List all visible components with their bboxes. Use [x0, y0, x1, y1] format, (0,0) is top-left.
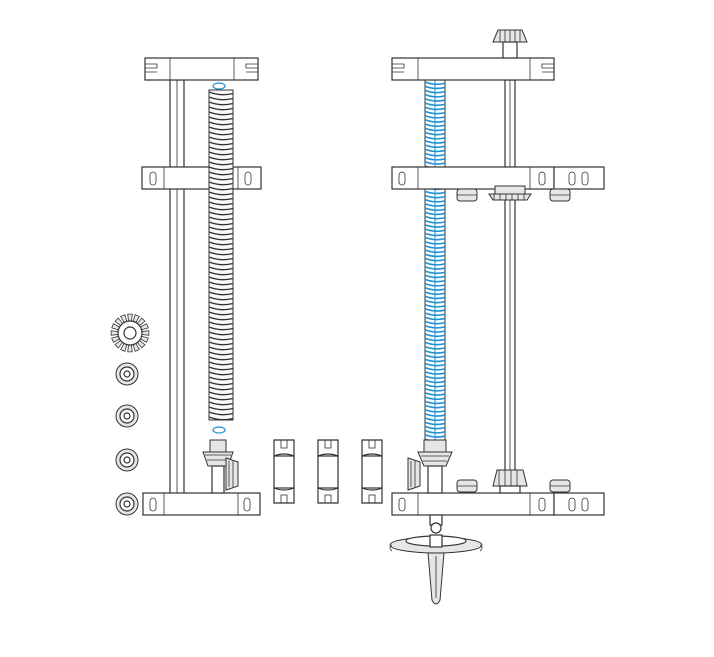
top-bevel-gear: [492, 29, 528, 59]
thread-turn: [208, 391, 234, 396]
right-bevel-gear-set: [407, 439, 453, 494]
thread-turn: [208, 91, 234, 96]
thread-turn: [208, 101, 234, 106]
left-guide-rod: [169, 79, 185, 496]
thread-turn: [208, 411, 234, 416]
thread-turn: [208, 146, 234, 151]
thread-turn: [208, 341, 234, 346]
thread-turn: [208, 261, 234, 266]
thread-turn: [208, 326, 234, 331]
thread-turn: [208, 241, 234, 246]
thread-turn: [208, 106, 234, 111]
thread-turn: [208, 111, 234, 116]
gear-tooth: [110, 330, 119, 336]
thread-turn: [208, 216, 234, 221]
thread-turn: [208, 406, 234, 411]
left-top-plate: [144, 57, 259, 81]
left-lead-screw: [208, 82, 234, 434]
thread-turn: [208, 361, 234, 366]
left-assembly: [141, 57, 262, 516]
thread-turn: [208, 271, 234, 276]
thread-turn: [208, 201, 234, 206]
left-bottom-plate: [142, 492, 261, 516]
right-top-plate: [391, 57, 555, 81]
right-bottom-bearings: [456, 469, 571, 494]
thread-turn: [208, 351, 234, 356]
thread-turn: [208, 191, 234, 196]
thread-turn: [208, 206, 234, 211]
thread-turn: [208, 336, 234, 341]
right-bottom-plate: [391, 492, 605, 516]
thread-turn: [208, 231, 234, 236]
thread-turn: [208, 96, 234, 101]
thread-turn: [208, 386, 234, 391]
thread-turn: [208, 256, 234, 261]
thread-turn: [208, 121, 234, 126]
loose-bevel-gear: [110, 313, 150, 353]
thread-turn: [208, 286, 234, 291]
thread-turn: [208, 376, 234, 381]
gear-tooth: [127, 344, 133, 353]
thread-turn: [208, 276, 234, 281]
right-assembly: [389, 29, 605, 605]
thread-turn: [208, 316, 234, 321]
loose-clamp-bracket: [273, 439, 295, 504]
thread-turn: [208, 281, 234, 286]
thread-turn: [208, 161, 234, 166]
thread-turn: [208, 156, 234, 161]
left-bevel-gear-set: [202, 439, 239, 494]
left-middle-plate: [141, 166, 262, 190]
right-guide-rod: [504, 79, 516, 496]
gear-tooth: [141, 330, 150, 336]
thread-turn: [208, 176, 234, 181]
thread-turn: [208, 236, 234, 241]
thread-turn: [208, 416, 234, 421]
thread-turn: [208, 266, 234, 271]
right-lead-screw: [424, 79, 446, 443]
thread-turn: [208, 171, 234, 176]
thread-turn: [208, 366, 234, 371]
loose-bearing: [115, 448, 139, 472]
thread-turn: [208, 251, 234, 256]
thread-turn: [208, 306, 234, 311]
loose-clamp-bracket: [361, 439, 383, 504]
thread-turn: [208, 196, 234, 201]
loose-bearing: [115, 362, 139, 386]
thread-turn: [208, 291, 234, 296]
thread-turn: [208, 396, 234, 401]
thread-turn: [208, 126, 234, 131]
thread-turn: [208, 181, 234, 186]
thread-turn: [208, 346, 234, 351]
handwheel-icon: [389, 514, 483, 605]
thread-turn: [208, 166, 234, 171]
thread-turn: [208, 301, 234, 306]
thread-turn: [208, 221, 234, 226]
thread-turn: [208, 321, 234, 326]
loose-bearing: [115, 404, 139, 428]
thread-turn: [208, 311, 234, 316]
thread-turn: [208, 141, 234, 146]
thread-turn: [208, 226, 234, 231]
thread-turn: [208, 136, 234, 141]
thread-turn: [208, 381, 234, 386]
thread-turn: [208, 131, 234, 136]
right-middle-bearings: [456, 185, 571, 202]
thread-turn: [208, 356, 234, 361]
thread-turn: [208, 186, 234, 191]
thread-turn: [208, 401, 234, 406]
thread-turn: [208, 371, 234, 376]
thread-turn: [208, 211, 234, 216]
gear-tooth: [127, 313, 133, 322]
thread-turn: [208, 151, 234, 156]
thread-turn: [208, 296, 234, 301]
thread-turn: [208, 246, 234, 251]
loose-bearing: [115, 492, 139, 516]
thread-turn: [208, 331, 234, 336]
thread-turn: [208, 116, 234, 121]
loose-clamp-bracket: [317, 439, 339, 504]
